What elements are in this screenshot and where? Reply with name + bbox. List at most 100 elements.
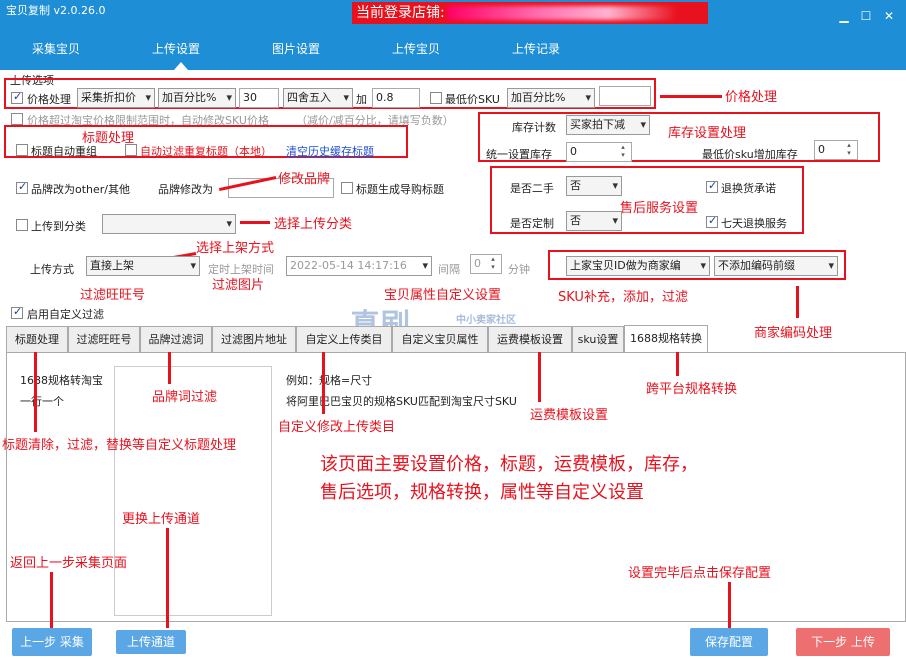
brand-word-arrow <box>168 352 171 384</box>
annotation-summary-2: 售后选项，规格转换，属性等自定义设置 <box>320 482 644 503</box>
unify-stock-spinner[interactable]: 0 <box>566 142 632 162</box>
second-hand-select[interactable]: 否 <box>566 176 622 196</box>
category-arrow <box>240 221 270 224</box>
annotation-title: 标题处理 <box>82 131 135 146</box>
min-sku-value-input[interactable] <box>599 86 651 106</box>
tab-custom-attr[interactable]: 自定义宝贝属性 <box>392 326 488 353</box>
close-icon[interactable]: ✕ <box>883 9 895 23</box>
tab-1688-spec[interactable]: 1688规格转换 <box>624 325 708 353</box>
title-guide-checkbox[interactable] <box>341 181 353 194</box>
tab-brand-filter[interactable]: 品牌过滤词 <box>140 326 212 353</box>
tab-sku[interactable]: sku设置 <box>572 326 624 353</box>
save-config-button[interactable]: 保存配置 <box>690 628 768 656</box>
limit-checkbox[interactable] <box>11 112 23 125</box>
save-arrow <box>728 582 731 628</box>
back-collect-button[interactable]: 上一步 采集 <box>12 628 92 656</box>
upload-options-group-label: 上传选项 <box>10 74 54 87</box>
clear-cache-link[interactable]: 清空历史缓存标题 <box>286 145 374 158</box>
brand-other-checkbox[interactable] <box>16 180 28 194</box>
tab-custom-category[interactable]: 自定义上传类目 <box>296 326 392 353</box>
interval-spinner[interactable]: 0 <box>470 254 502 274</box>
tab-freight[interactable]: 运费模板设置 <box>488 326 572 353</box>
annotation-freight: 运费模板设置 <box>530 408 609 423</box>
annotation-title-clean: 标题清除，过滤，替换等自定义标题处理 <box>2 438 237 453</box>
upload-channel-button[interactable]: 上传通道 <box>116 630 186 654</box>
tab-title-process[interactable]: 标题处理 <box>6 326 68 353</box>
nav-collect[interactable]: 采集宝贝 <box>32 42 81 56</box>
watermark-text: 中小卖家社区 <box>456 315 516 326</box>
round-mode-select[interactable]: 四舍五入 <box>283 88 353 108</box>
spec-example-desc: 将阿里巴巴宝贝的规格SKU匹配到淘宝尺寸SKU <box>286 395 517 408</box>
app-title: 宝贝复制 v2.0.26.0 <box>6 4 106 17</box>
active-nav-caret <box>174 62 188 70</box>
auto-filter-label: 自动过滤重复标题（本地） <box>140 145 272 158</box>
annotation-back: 返回上一步采集页面 <box>10 556 128 571</box>
annotation-summary-1: 该页面主要设置价格，标题，运费模板，库存， <box>320 454 698 475</box>
nav-upload-items[interactable]: 上传宝贝 <box>392 42 441 56</box>
min-sku-checkbox[interactable] <box>430 91 442 104</box>
upload-mode-select[interactable]: 直接上架 <box>86 256 200 276</box>
title-bar: 宝贝复制 v2.0.26.0 当前登录店铺: ▁ ☐ ✕ <box>0 0 906 34</box>
custom-filter-checkbox[interactable] <box>11 305 23 319</box>
stock-annotation-box <box>478 112 880 162</box>
minute-label: 分钟 <box>508 263 530 276</box>
upload-category-select[interactable] <box>102 214 236 234</box>
custom-filter-label: 启用自定义过滤 <box>27 308 104 321</box>
freight-arrow <box>538 352 541 402</box>
timed-label: 定时上架时间 <box>208 263 274 276</box>
timed-select[interactable]: 2022-05-14 14:17:16 <box>286 256 432 276</box>
shop-label: 当前登录店铺: <box>356 5 445 21</box>
annotation-wangwang: 过滤旺旺号 <box>80 288 146 303</box>
min-sku-stock-label: 最低价sku增加库存 <box>702 148 798 161</box>
annotation-sku: SKU补充，添加，过滤 <box>558 290 688 305</box>
seven-days-checkbox[interactable] <box>706 214 718 228</box>
custom-select[interactable]: 否 <box>566 211 622 231</box>
tab-filter-wangwang[interactable]: 过滤旺旺号 <box>68 326 140 353</box>
annotation-custom-cat: 自定义修改上传类目 <box>278 420 396 435</box>
stock-count-select[interactable]: 买家拍下减 <box>566 115 650 135</box>
nav-upload-settings[interactable]: 上传设置 <box>152 42 201 56</box>
nav-upload-log[interactable]: 上传记录 <box>512 42 561 56</box>
main-nav: 采集宝贝 上传设置 图片设置 上传宝贝 上传记录 <box>0 34 906 70</box>
tab-image-filter[interactable]: 过滤图片地址 <box>212 326 296 353</box>
spec-mapping-textarea[interactable] <box>114 366 272 616</box>
maximize-icon[interactable]: ☐ <box>860 9 872 23</box>
merchant-code-arrow <box>796 286 799 318</box>
minimize-icon[interactable]: ▁ <box>839 9 849 23</box>
second-hand-label: 是否二手 <box>510 182 554 195</box>
upload-category-checkbox[interactable] <box>16 218 28 231</box>
annotation-shelf: 选择上架方式 <box>196 241 275 256</box>
add-label: 加 <box>356 93 367 106</box>
min-sku-stock-spinner[interactable]: 0 <box>814 140 858 160</box>
percent-value-input[interactable]: 30 <box>239 88 279 108</box>
auto-title-checkbox[interactable] <box>16 143 28 156</box>
merchant-code-select[interactable]: 上家宝贝ID做为商家编 <box>566 256 710 276</box>
spec-left-sub: 一行一个 <box>20 395 64 408</box>
title-guide-label: 标题生成导购标题 <box>356 183 444 196</box>
add-value-input[interactable]: 0.8 <box>372 88 420 108</box>
auto-filter-checkbox[interactable] <box>125 143 137 156</box>
price-annotation-box <box>4 78 656 109</box>
refund-checkbox[interactable] <box>706 179 718 193</box>
annotation-after-sales: 售后服务设置 <box>620 201 699 216</box>
annotation-stock: 库存设置处理 <box>668 126 747 141</box>
brand-other-label: 品牌改为other/其他 <box>31 183 131 196</box>
prefix-select[interactable]: 不添加编码前缀 <box>714 256 838 276</box>
price-process-checkbox[interactable] <box>11 90 23 104</box>
nav-image-settings[interactable]: 图片设置 <box>272 42 321 56</box>
annotation-attr: 宝贝属性自定义设置 <box>384 288 502 303</box>
annotation-brand: 修改品牌 <box>278 172 331 187</box>
min-sku-mode-select[interactable]: 加百分比% <box>507 88 595 108</box>
refund-label: 退换货承诺 <box>721 182 776 195</box>
annotation-image-filter: 过滤图片 <box>212 278 265 293</box>
percent-mode-select[interactable]: 加百分比% <box>158 88 236 108</box>
interval-label: 间隔 <box>438 263 460 276</box>
price-mode-select[interactable]: 采集折扣价 <box>77 88 155 108</box>
annotation-merchant-code: 商家编码处理 <box>754 326 833 341</box>
spec-left-title: 1688规格转淘宝 <box>20 374 103 387</box>
next-upload-button[interactable]: 下一步 上传 <box>796 628 890 656</box>
title-clean-arrow <box>34 352 37 432</box>
annotation-price: 价格处理 <box>725 90 778 105</box>
spec-example-label: 例如：规格=尺寸 <box>286 374 373 387</box>
upload-mode-label: 上传方式 <box>30 263 74 276</box>
